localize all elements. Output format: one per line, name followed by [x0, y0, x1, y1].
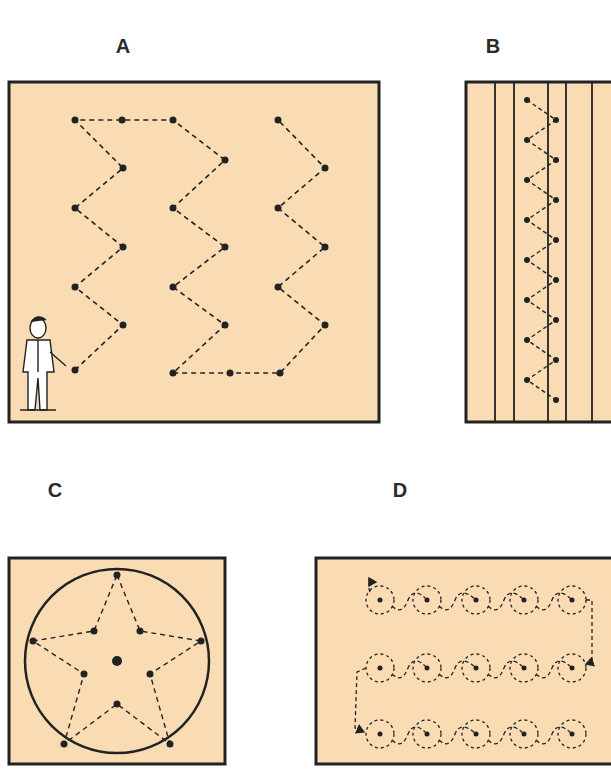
zigzag-path-b [527, 100, 556, 400]
panel-letter: D [393, 480, 407, 500]
sample-points-a [72, 117, 329, 377]
panel-a [9, 82, 379, 422]
dotted-circles-d [366, 586, 586, 748]
person-figure [20, 317, 66, 410]
wavy-path-d [355, 582, 592, 744]
sample-points-b [524, 97, 559, 403]
panel-b [466, 82, 611, 422]
panel-letter: C [48, 480, 62, 500]
panel-c [9, 558, 225, 764]
panel-d [316, 558, 611, 764]
zigzag-path-a [75, 120, 325, 373]
row-lines-b [495, 82, 592, 422]
panel-letter: B [486, 36, 500, 56]
star-path-c [33, 575, 201, 744]
sample-points-d [378, 598, 575, 737]
panel-letter: A [116, 36, 130, 56]
circle-plot-c [25, 569, 209, 753]
sample-points-c [30, 572, 205, 748]
